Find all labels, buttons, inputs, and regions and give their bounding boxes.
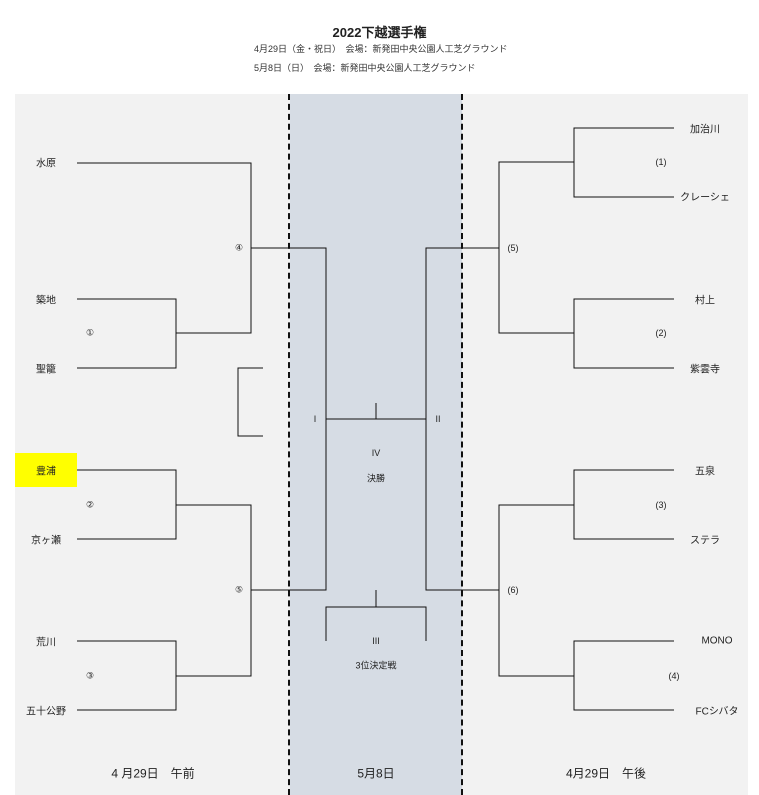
match-label-r2: (2) (655, 328, 667, 338)
semi-right-label: II (435, 414, 441, 424)
team-tsukiji: 築地 (36, 295, 56, 307)
team-mono: MONO (701, 635, 733, 647)
team-creche: クレーシェ (680, 192, 730, 204)
match-label-l3: ③ (85, 670, 95, 681)
team-fc-shibata: FCシバタ (695, 706, 739, 718)
footer-center-date: 5月8日 (357, 766, 395, 781)
semi-left-label: I (313, 414, 317, 424)
match-label-r3: (3) (655, 500, 667, 510)
team-kyogase: 京ヶ瀬 (31, 535, 61, 547)
third-place-label: 3位決定戦 (355, 660, 397, 671)
team-kajikawa: 加治川 (690, 124, 720, 136)
team-stella: ステラ (690, 535, 720, 547)
match-label-l2: ② (85, 499, 95, 510)
team-ijimino: 五十公野 (26, 706, 66, 718)
final-day-column (290, 94, 462, 795)
venue-line-1: 4月29日（金・祝日） 会場：新発田中央公園人工芝グラウンド (254, 44, 508, 54)
team-seiro: 聖籠 (36, 364, 56, 376)
team-gosen: 五泉 (695, 466, 715, 478)
team-mizuhara: 水原 (36, 158, 56, 170)
third-place-number: III (372, 636, 380, 646)
team-murakami: 村上 (695, 295, 715, 307)
match-label-r5: (5) (507, 243, 519, 253)
final-number: IV (371, 448, 381, 458)
match-label-r4: (4) (668, 671, 680, 681)
team-toyoura: 豊浦 (36, 466, 56, 478)
footer-left-date: 4 月29日 午前 (111, 766, 195, 781)
divider-right (461, 94, 463, 795)
match-label-r1: (1) (655, 157, 667, 167)
match-label-l4: ④ (234, 242, 244, 253)
match-label-l1: ① (85, 327, 95, 338)
match-label-r6: (6) (507, 585, 519, 595)
team-arakawa: 荒川 (36, 637, 56, 649)
final-label: 決勝 (366, 473, 386, 484)
venue-line-2: 5月8日（日） 会場：新発田中央公園人工芝グラウンド (254, 63, 476, 73)
match-label-l5: ⑤ (234, 584, 244, 595)
divider-left (288, 94, 290, 795)
footer-right-date: 4月29日 午後 (565, 766, 647, 781)
team-shiunji: 紫雲寺 (690, 364, 720, 376)
page-title: 2022下越選手権 (332, 25, 427, 40)
highlight-toyoura (15, 453, 77, 487)
